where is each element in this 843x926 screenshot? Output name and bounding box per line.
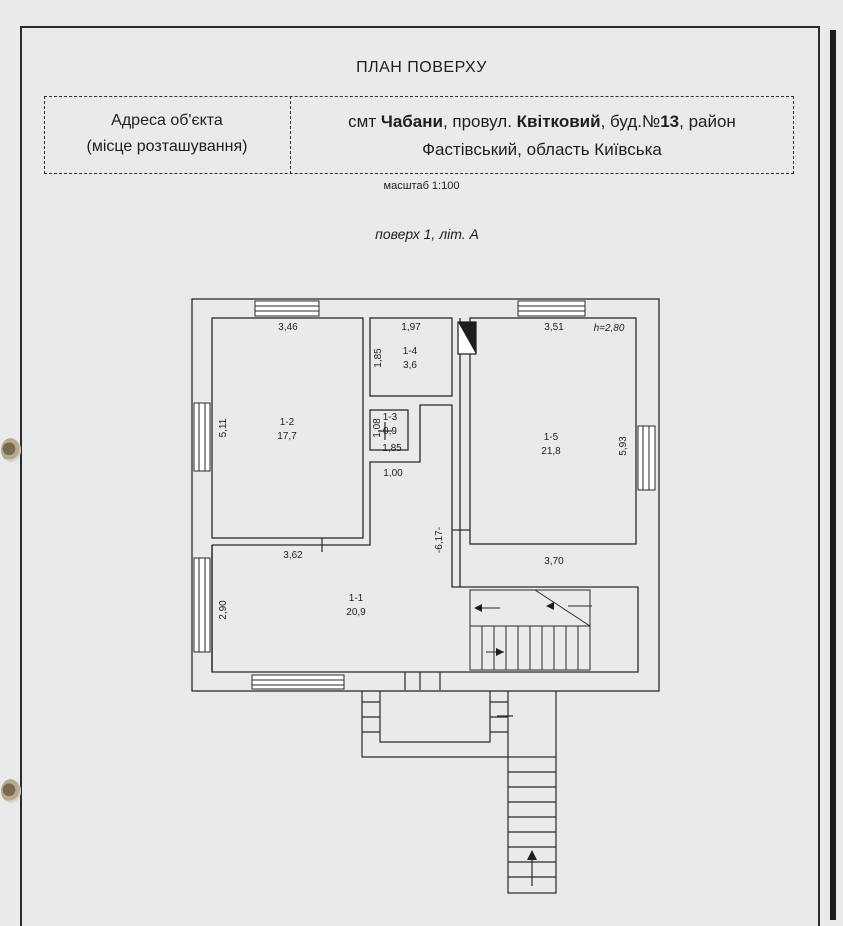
room-1-4-area: 3,6	[403, 360, 417, 371]
sheet-frame	[20, 26, 820, 926]
dimension-label: 3,51	[544, 322, 564, 333]
punch-hole	[1, 779, 21, 803]
sheet-edge	[830, 30, 836, 920]
room-1-2-area: 17,7	[277, 431, 297, 442]
stair-arrow	[546, 602, 554, 610]
address-label-line1: Адреса об'єкта	[111, 112, 223, 129]
window	[193, 557, 211, 653]
window	[251, 674, 345, 690]
dimension-label: 3,62	[283, 550, 303, 561]
address-line2: Фастівський, область Київська	[422, 140, 662, 159]
window	[193, 402, 211, 472]
room-1-1-id: 1-1	[349, 593, 364, 604]
stair-arrow	[474, 604, 482, 612]
address-value: смт Чабани, провул. Квітковий, буд.№13, …	[290, 108, 794, 164]
outer-wall	[191, 298, 660, 692]
dimension-label: 1,85	[373, 348, 384, 368]
entry-arrow	[527, 850, 537, 860]
exterior-steps	[507, 756, 557, 894]
room-1-4-id: 1-4	[403, 346, 418, 357]
dimension-label: 1,85	[382, 443, 402, 454]
window	[254, 300, 320, 317]
room-1-5-id: 1-5	[544, 432, 559, 443]
window	[637, 425, 656, 491]
address-line1: смт Чабани, провул. Квітковий, буд.№13, …	[348, 112, 736, 131]
room-1-1-area: 20,9	[346, 607, 366, 618]
floor-label: поверх 1, літ. А	[375, 226, 479, 242]
room-1-5-walls	[469, 317, 637, 545]
address-label: Адреса об'єкта (місце розташування)	[44, 108, 290, 160]
room-1-2-walls	[211, 317, 364, 539]
dimension-label: 1,08	[372, 418, 383, 438]
room-1-3-walls	[369, 409, 409, 451]
dimension-label: 2,90	[218, 600, 229, 620]
room-1-5-area: 21,8	[541, 446, 561, 457]
dimension-label: 1,97	[401, 322, 421, 333]
room-1-3-id: 1-3	[383, 412, 398, 423]
dimension-label: -6,17-	[434, 527, 445, 553]
porch	[361, 691, 557, 758]
page-title: ПЛАН ПОВЕРХУ	[356, 59, 487, 76]
scale-label: масштаб 1:100	[383, 180, 460, 192]
internal-staircase	[469, 589, 592, 671]
address-table-divider	[290, 96, 291, 174]
dimension-label: 5,11	[218, 418, 229, 437]
dimension-label: 3,70	[544, 556, 564, 567]
room-1-3-area: 0,9	[383, 426, 397, 437]
address-label-line2: (місце розташування)	[86, 138, 248, 155]
dimension-label: 1,00	[383, 468, 403, 479]
ceiling-height: h=2,80	[594, 323, 625, 334]
room-1-4-walls	[369, 317, 453, 397]
room-1-1-walls	[212, 404, 470, 588]
address-table	[44, 96, 794, 174]
punch-hole	[1, 438, 21, 462]
stair-arrow	[496, 648, 504, 656]
room-1-2-id: 1-2	[280, 417, 295, 428]
dimension-label: 5,93	[618, 436, 629, 456]
dimension-label: 3,46	[278, 322, 298, 333]
window	[517, 300, 586, 317]
